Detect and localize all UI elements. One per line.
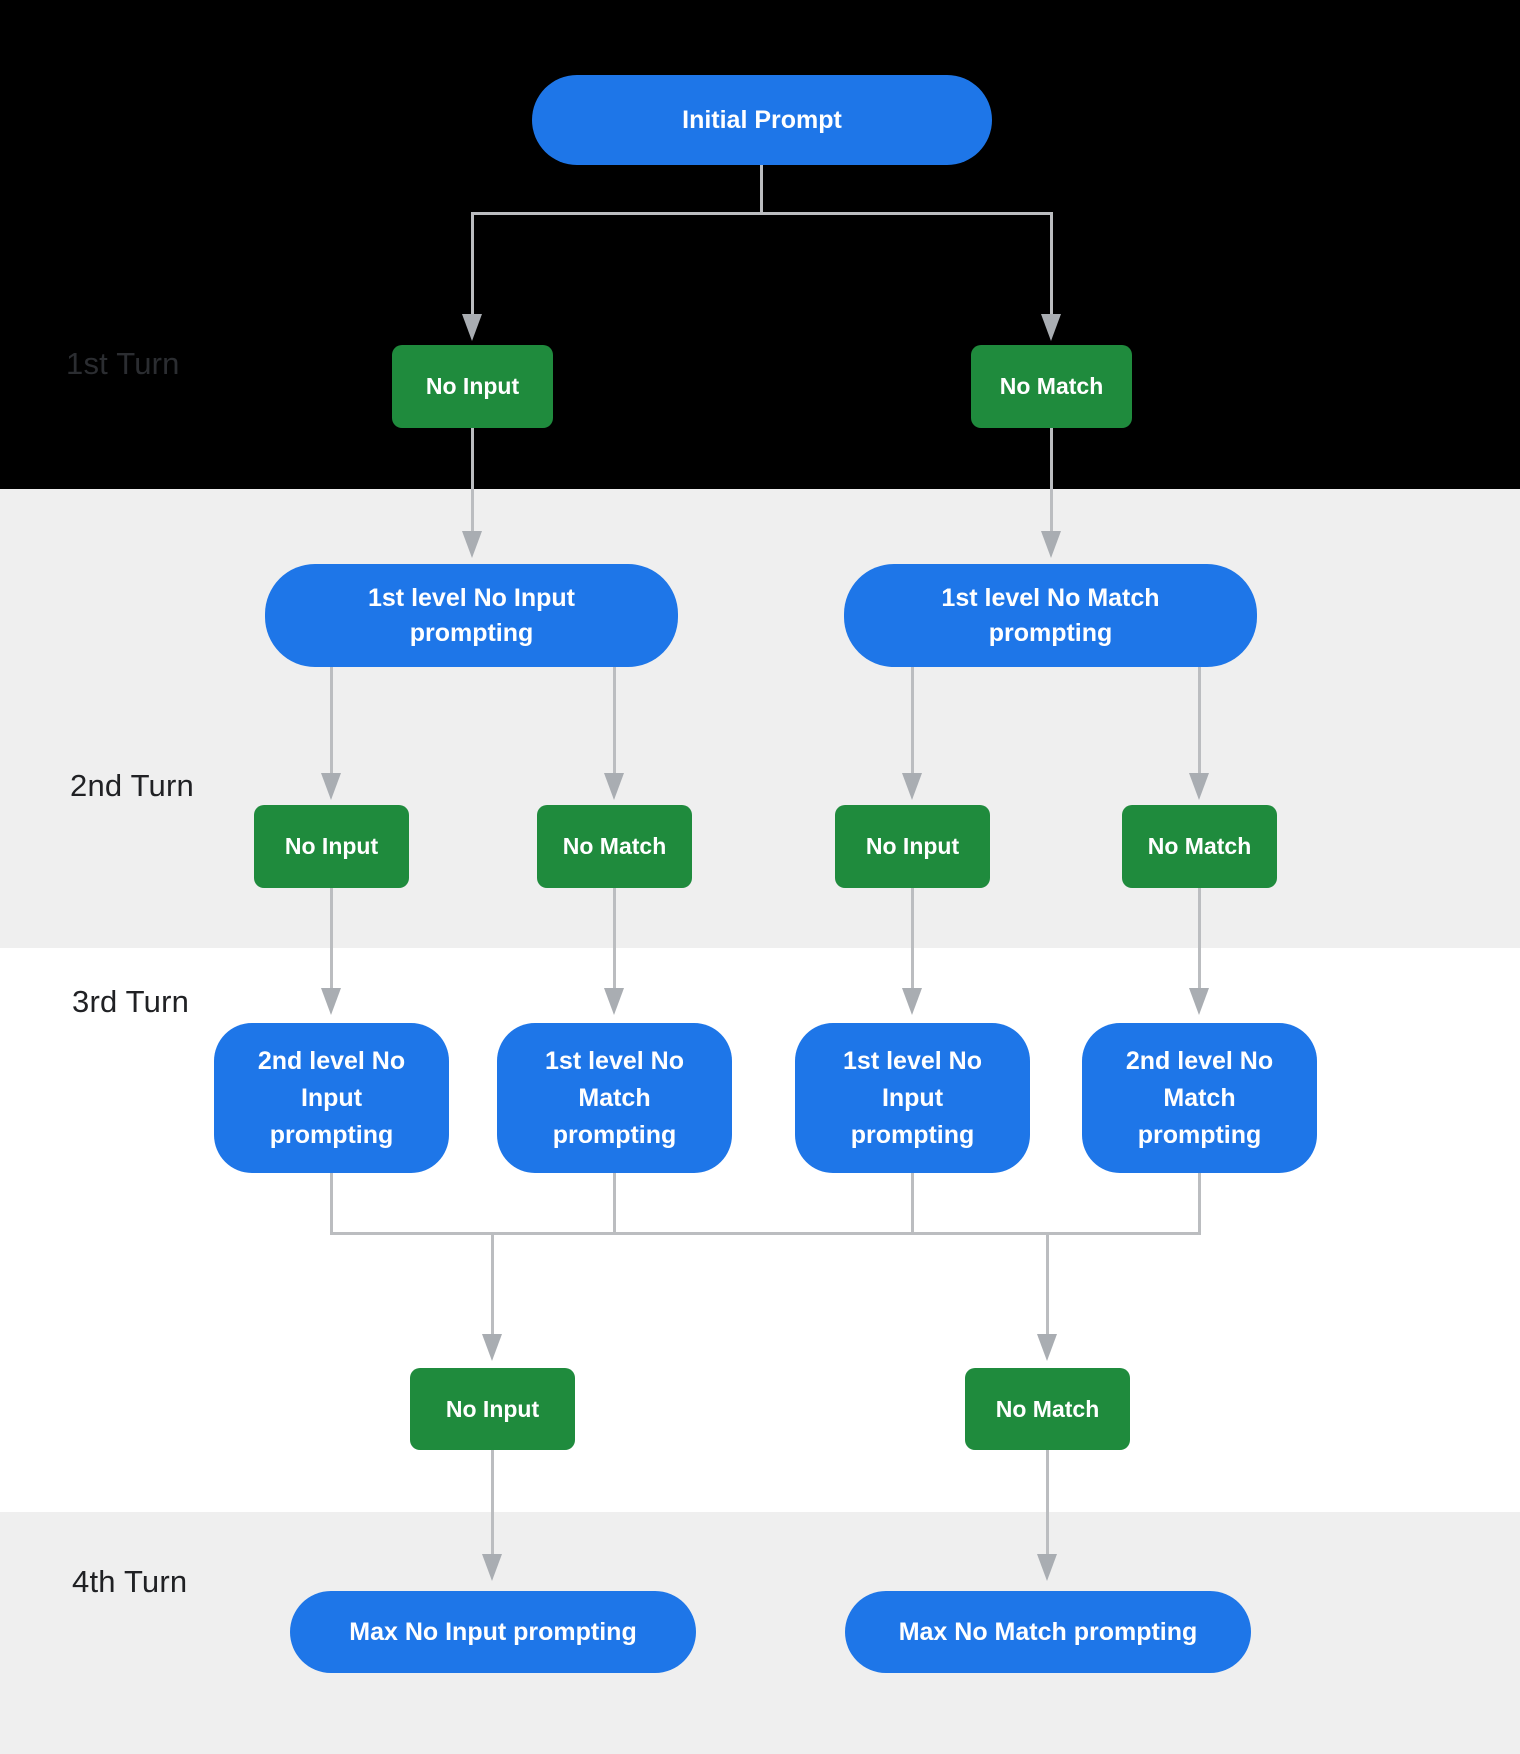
node-label: Max No Match prompting <box>898 1617 1198 1646</box>
node-no-match-turn1: No Match <box>971 345 1132 428</box>
arrowhead-icon <box>321 773 341 800</box>
band-turn-1 <box>0 0 1520 489</box>
connector-line <box>760 165 763 214</box>
node-no-input-turn1: No Input <box>392 345 553 428</box>
connector-line <box>330 1173 333 1235</box>
arrowhead-icon <box>604 773 624 800</box>
turn-label-2: 2nd Turn <box>70 768 194 803</box>
band-turn-4 <box>0 1512 1520 1754</box>
merge-bus-line <box>330 1232 1201 1235</box>
node-1st-level-no-input-prompting: 1st level No Input prompting <box>265 564 678 667</box>
node-no-input-turn2-right: No Input <box>835 805 990 888</box>
connector-line <box>491 1232 494 1336</box>
node-label: No Match <box>1147 833 1252 859</box>
turn-label-3: 3rd Turn <box>72 984 190 1019</box>
node-max-no-match-prompting: Max No Match prompting <box>845 1591 1251 1673</box>
connector-line <box>1198 667 1201 775</box>
arrowhead-icon <box>462 314 482 341</box>
node-no-match-turn2-left: No Match <box>537 805 692 888</box>
node-label: No Input <box>284 833 379 859</box>
connector-line <box>330 888 333 990</box>
connector-line <box>471 212 1053 215</box>
node-label: Max No Input prompting <box>349 1617 637 1646</box>
node-max-no-input-prompting: Max No Input prompting <box>290 1591 696 1673</box>
arrowhead-icon <box>1041 531 1061 558</box>
node-no-match-turn2-right: No Match <box>1122 805 1277 888</box>
node-1st-level-no-match-prompting: 1st level No Match prompting <box>844 564 1257 667</box>
node-label: Initial Prompt <box>682 105 842 134</box>
node-label: No Input <box>445 1395 540 1422</box>
node-label: 2nd level No Match prompting <box>1125 1046 1274 1149</box>
arrowhead-icon <box>1189 988 1209 1015</box>
arrowhead-icon <box>462 531 482 558</box>
arrowhead-icon <box>482 1334 502 1361</box>
node-initial-prompt: Initial Prompt <box>532 75 992 165</box>
connector-line <box>1198 888 1201 990</box>
node-label: No Input <box>865 833 960 859</box>
arrowhead-icon <box>604 988 624 1015</box>
node-label: No Match <box>562 833 667 859</box>
connector-line <box>911 1173 914 1235</box>
node-label: 1st level No Input prompting <box>368 583 575 647</box>
node-label: 1st level No Match prompting <box>545 1046 684 1149</box>
connector-line <box>1046 1232 1049 1336</box>
node-label: 1st level No Match prompting <box>941 583 1160 647</box>
connector-line <box>911 888 914 990</box>
connector-line <box>613 1173 616 1235</box>
connector-line <box>330 667 333 775</box>
connector-line <box>613 667 616 775</box>
node-no-input-turn2-left: No Input <box>254 805 409 888</box>
arrowhead-icon <box>1037 1554 1057 1581</box>
connector-line <box>1046 1450 1049 1556</box>
arrowhead-icon <box>902 988 922 1015</box>
connector-line <box>471 212 474 314</box>
connector-line <box>911 667 914 775</box>
arrowhead-icon <box>482 1554 502 1581</box>
node-label: No Match <box>995 1395 1100 1422</box>
connector-line <box>613 888 616 990</box>
node-1st-level-no-match-prompting-2: 1st level No Match prompting <box>497 1023 732 1173</box>
node-2nd-level-no-match-prompting: 2nd level No Match prompting <box>1082 1023 1317 1173</box>
node-no-input-converged: No Input <box>410 1368 575 1450</box>
turn-label-4: 4th Turn <box>72 1564 188 1599</box>
node-label: 2nd level No Input prompting <box>257 1046 406 1149</box>
arrowhead-icon <box>1189 773 1209 800</box>
arrowhead-icon <box>1041 314 1061 341</box>
arrowhead-icon <box>321 988 341 1015</box>
arrowhead-icon <box>1037 1334 1057 1361</box>
node-label: No Match <box>999 373 1104 399</box>
node-label: No Input <box>425 373 520 399</box>
connector-line <box>491 1450 494 1556</box>
node-2nd-level-no-input-prompting: 2nd level No Input prompting <box>214 1023 449 1173</box>
turn-label-1: 1st Turn <box>66 346 180 381</box>
connector-line <box>1198 1173 1201 1235</box>
node-no-match-converged: No Match <box>965 1368 1130 1450</box>
node-label: 1st level No Input prompting <box>843 1046 982 1149</box>
connector-line <box>1050 428 1053 533</box>
connector-line <box>471 428 474 533</box>
node-1st-level-no-input-prompting-2: 1st level No Input prompting <box>795 1023 1030 1173</box>
connector-line <box>1050 212 1053 314</box>
arrowhead-icon <box>902 773 922 800</box>
band-turn-2 <box>0 489 1520 948</box>
